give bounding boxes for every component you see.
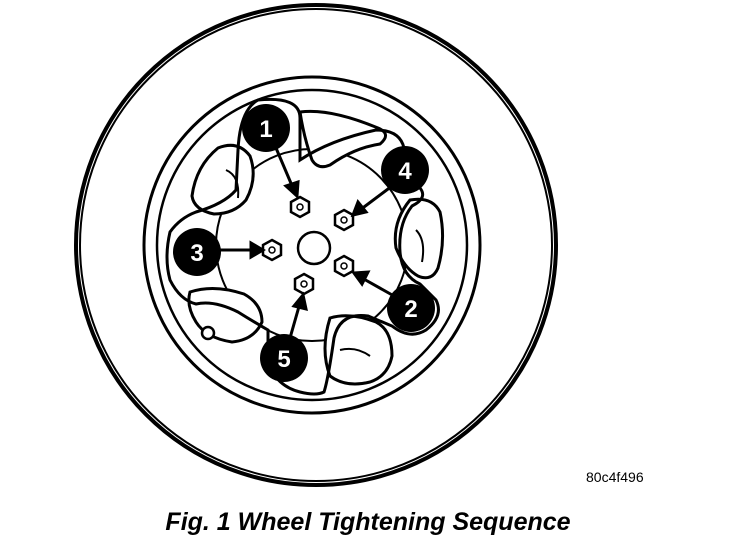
callout-3-label: 3: [190, 240, 203, 267]
lug-nut-2: [333, 254, 355, 278]
lug-nut-3: [261, 238, 283, 262]
wheel-rim-inner: [155, 88, 469, 402]
arrow-2-head: [351, 270, 371, 287]
callout-3: 3: [173, 228, 221, 276]
rotor-detail: [415, 229, 425, 263]
arrow-4-head: [350, 199, 369, 218]
arrow-5-head: [291, 291, 308, 312]
rotor-detail: [339, 347, 371, 357]
figure-caption: Fig. 1 Wheel Tightening Sequence: [165, 508, 571, 536]
callout-4: 4: [381, 146, 429, 194]
lug-nut-4: [333, 208, 355, 232]
valve-stem: [200, 325, 216, 341]
tire-sidewall-line: [79, 8, 553, 482]
arrow-3-head: [249, 240, 266, 260]
arrow-1: [274, 147, 295, 189]
arrow-2: [361, 276, 395, 298]
callout-2-label: 2: [404, 296, 417, 323]
arrow-1-head: [283, 179, 300, 200]
callout-1: 1: [242, 104, 290, 152]
figure-code: 80c4f496: [586, 469, 644, 485]
callout-4-label: 4: [398, 158, 412, 185]
callout-5-label: 5: [277, 346, 290, 373]
arrow-4: [359, 184, 393, 212]
arrow-5: [288, 302, 302, 339]
lug-nut-1: [289, 195, 311, 219]
lug-nut-5: [293, 272, 315, 296]
callout-5: 5: [260, 334, 308, 382]
center-cap: [296, 230, 332, 266]
callout-2: 2: [387, 284, 435, 332]
callout-1-label: 1: [259, 116, 272, 143]
spoke-window-right: [393, 197, 445, 280]
